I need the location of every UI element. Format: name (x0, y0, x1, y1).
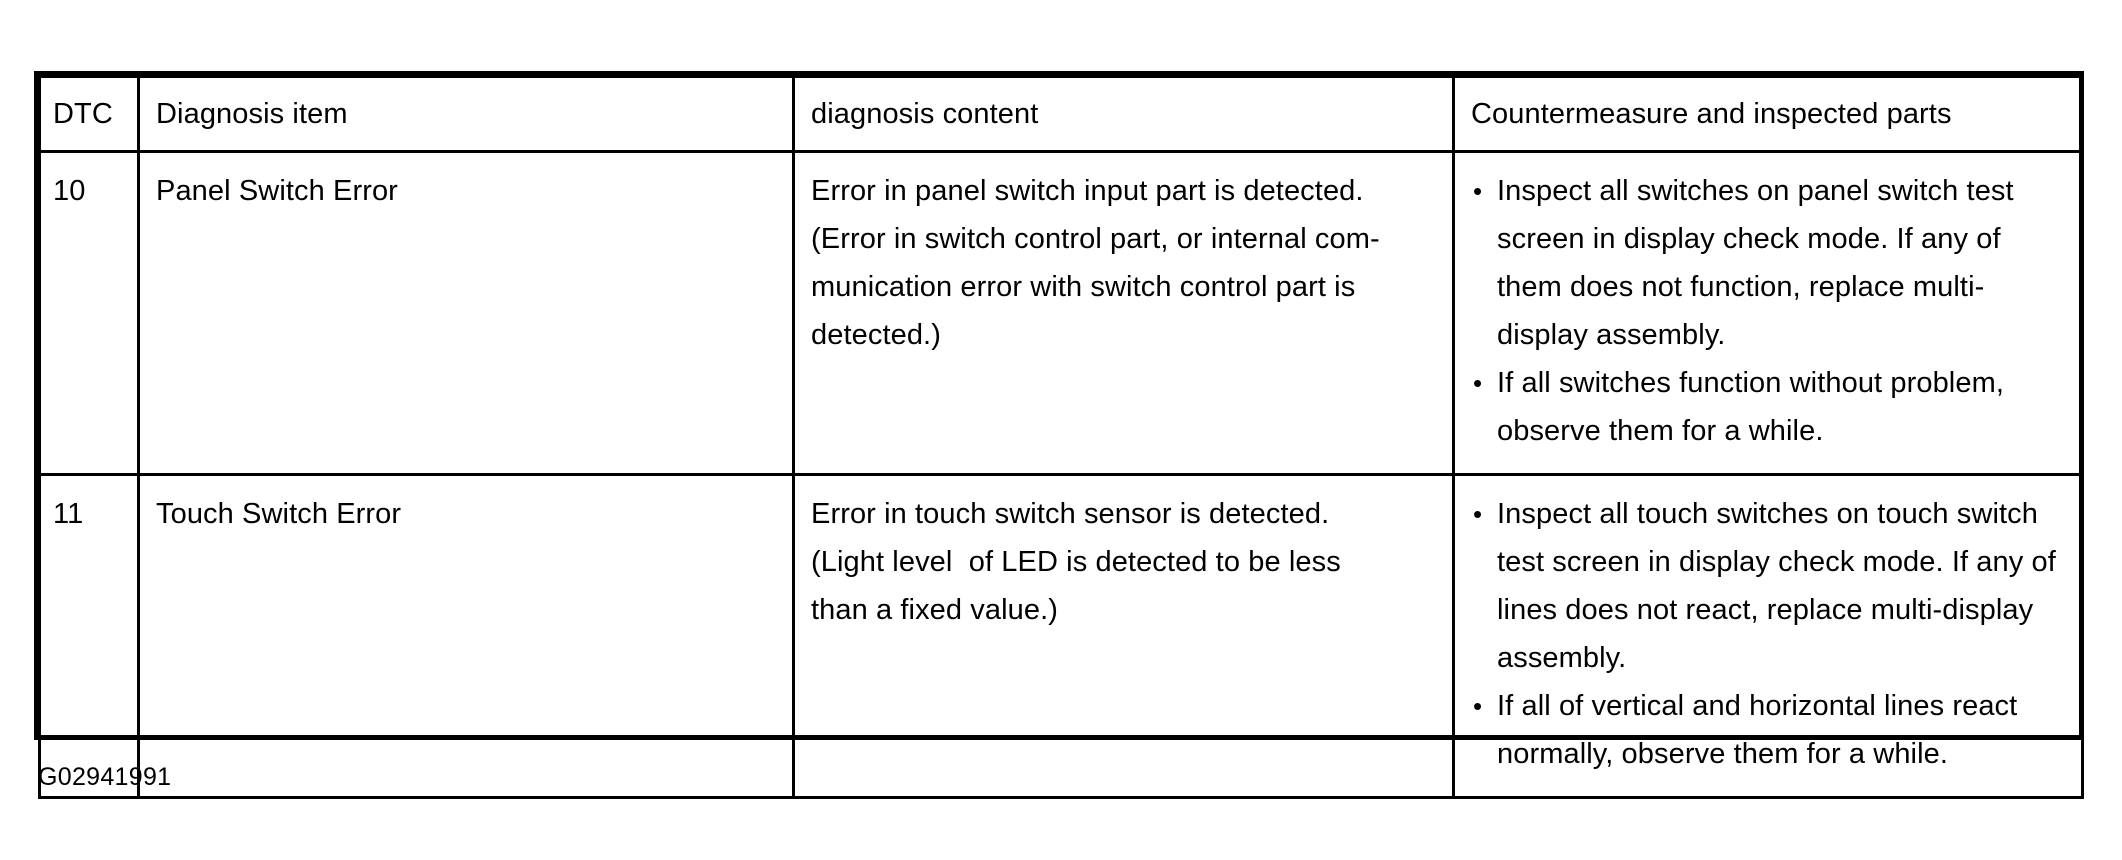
diagnosis-item-value: Panel Switch Error (156, 175, 398, 207)
table-row: 10 Panel Switch Error Error in panel swi… (38, 150, 2084, 476)
header-label-dtc: DTC (53, 98, 113, 130)
dtc-table: DTC Diagnosis item diagnosis content Cou… (38, 75, 2084, 799)
countermeasure-value: Inspect all switches on panel switch tes… (1455, 153, 2081, 473)
header-label-diagnosis-item: Diagnosis item (156, 98, 348, 130)
cell-countermeasure: Inspect all switches on panel switch tes… (1452, 150, 2084, 476)
cell-diagnosis-content: Error in touch switch sensor is detected… (792, 473, 1455, 799)
countermeasure-value: Inspect all touch switches on touch swit… (1455, 476, 2081, 796)
dtc-code-value: 11 (53, 498, 84, 530)
diagnosis-content-value: Error in touch switch sensor is detected… (811, 498, 1341, 626)
cell-dtc-code: 11 (38, 473, 140, 799)
header-cell-dtc: DTC (38, 75, 140, 153)
table-header-row: DTC Diagnosis item diagnosis content Cou… (38, 75, 2084, 153)
cell-diagnosis-item: Panel Switch Error (137, 150, 795, 476)
countermeasure-bullet-list: Inspect all touch switches on touch swit… (1471, 490, 2065, 778)
cell-countermeasure: Inspect all touch switches on touch swit… (1452, 473, 2084, 799)
table-row: 11 Touch Switch Error Error in touch swi… (38, 473, 2084, 799)
header-cell-diagnosis-content: diagnosis content (792, 75, 1455, 153)
diagnosis-content-value: Error in panel switch input part is dete… (811, 175, 1380, 351)
cell-diagnosis-content: Error in panel switch input part is dete… (792, 150, 1455, 476)
figure-caption: G02941991 (38, 763, 172, 791)
cell-diagnosis-item: Touch Switch Error (137, 473, 795, 799)
header-label-countermeasure: Countermeasure and inspected parts (1471, 98, 1952, 130)
list-item: Inspect all touch switches on touch swit… (1471, 490, 2065, 682)
header-cell-countermeasure: Countermeasure and inspected parts (1452, 75, 2084, 153)
header-cell-diagnosis-item: Diagnosis item (137, 75, 795, 153)
list-item: If all switches function without problem… (1471, 359, 2065, 455)
header-label-diagnosis-content: diagnosis content (811, 98, 1039, 130)
list-item: Inspect all switches on panel switch tes… (1471, 167, 2065, 359)
diagnosis-item-value: Touch Switch Error (156, 498, 402, 530)
cell-dtc-code: 10 (38, 150, 140, 476)
countermeasure-bullet-list: Inspect all switches on panel switch tes… (1471, 167, 2065, 455)
dtc-code-value: 10 (53, 175, 86, 207)
list-item: If all of vertical and horizontal lines … (1471, 682, 2065, 778)
